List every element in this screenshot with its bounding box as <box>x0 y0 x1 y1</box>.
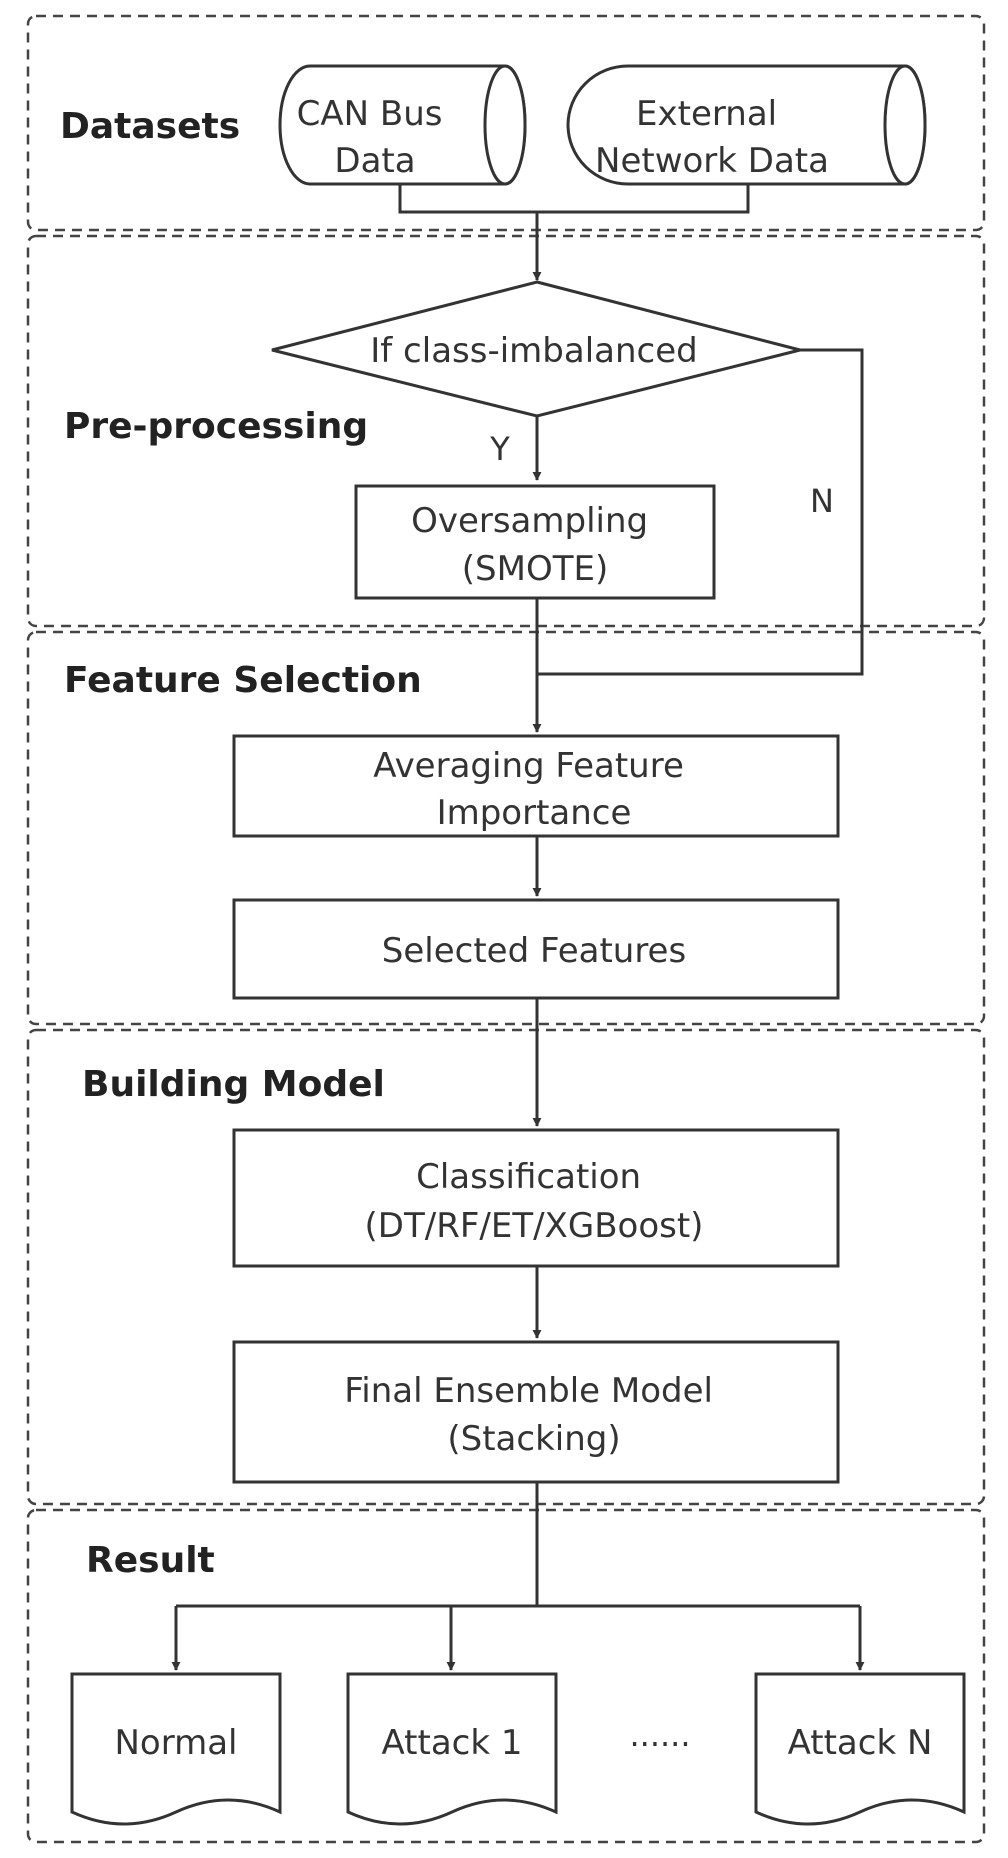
normal-document <box>70 1672 282 1826</box>
can-bus-data-label: CAN Bus Data <box>297 94 454 181</box>
result-section <box>26 1508 986 1844</box>
oversampling-label: Oversampling (SMOTE) <box>411 501 659 589</box>
no-label: N <box>810 482 834 520</box>
building-model-section <box>26 1028 986 1506</box>
result-ellipsis: ...... <box>629 1716 690 1754</box>
averaging-feature-importance-box <box>232 734 840 838</box>
section-title-datasets: Datasets <box>60 106 240 147</box>
no-branch-line <box>537 348 864 676</box>
yes-label: Y <box>489 430 510 468</box>
selected-features-label: Selected Features <box>382 931 686 971</box>
attack-n-label: Attack N <box>788 1723 933 1763</box>
classification-label: Classification (DT/RF/ET/XGBoost) <box>365 1157 704 1246</box>
attack-n-document <box>754 1672 966 1826</box>
attack-1-document <box>346 1672 558 1826</box>
datasets-join-line <box>398 184 750 214</box>
can-bus-data-cylinder: CAN Bus Data <box>278 64 527 186</box>
external-network-data-cylinder: External Network Data <box>566 64 927 186</box>
averaging-feature-importance-label: Averaging Feature Importance <box>373 746 694 833</box>
oversampling-smote-box <box>354 484 716 600</box>
section-title-building-model: Building Model <box>82 1064 385 1105</box>
section-title-feature-selection: Feature Selection <box>64 660 422 701</box>
normal-label: Normal <box>114 1723 237 1763</box>
attack-1-label: Attack 1 <box>382 1723 523 1763</box>
section-title-preprocessing: Pre-processing <box>64 406 368 447</box>
external-network-data-label: External Network Data <box>595 94 829 181</box>
feature-selection-section <box>26 630 986 1026</box>
selected-features-box <box>232 898 840 1000</box>
decision-label: If class-imbalanced <box>370 331 697 371</box>
final-ensemble-model-box <box>232 1340 840 1484</box>
preprocessing-section <box>26 234 986 628</box>
classification-box <box>232 1128 840 1268</box>
final-ensemble-model-label: Final Ensemble Model (Stacking) <box>344 1371 724 1459</box>
section-title-result: Result <box>86 1540 215 1581</box>
datasets-section <box>26 14 986 232</box>
